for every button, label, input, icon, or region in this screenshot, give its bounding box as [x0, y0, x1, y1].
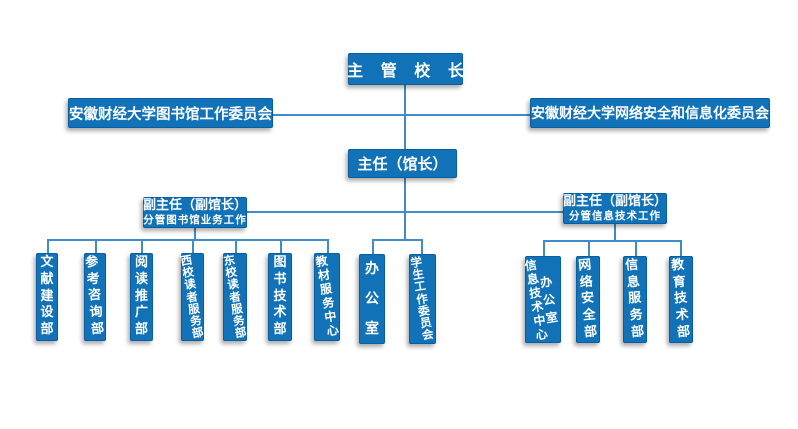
dept-label: 教材服务中心 — [314, 253, 340, 339]
dept-network-security: 网络安全部 — [576, 256, 600, 343]
connector-line — [247, 211, 563, 213]
node-supervising-president: 主 管 校 长 — [347, 53, 464, 85]
node-label: 主任（馆长） — [357, 155, 448, 173]
connector-line — [327, 239, 329, 254]
node-subtitle: 分管图书馆业务工作 — [143, 214, 247, 226]
dept-label: 图书技术部 — [273, 255, 287, 337]
node-deputy-director-library-business: 副主任（副馆长） 分管图书馆业务工作 — [143, 197, 247, 228]
dept-document-construction: 文献建设部 — [36, 253, 58, 341]
connector-line — [273, 114, 530, 116]
dept-label: 文献建设部 — [40, 255, 54, 337]
connector-line — [543, 240, 545, 257]
node-deputy-director-information-technology: 副主任（副馆长） 分管信息技术工作 — [563, 193, 667, 224]
dept-label-columns: 信息技术中心 办公室 — [524, 256, 562, 342]
node-title: 副主任（副馆长） — [563, 194, 668, 210]
dept-it-center-office: 信息技术中心 办公室 — [524, 256, 562, 343]
connector-line — [47, 239, 49, 254]
connector-line — [194, 228, 196, 240]
connector-line — [280, 239, 282, 254]
dept-education-technology: 教育技术部 — [669, 256, 693, 343]
dept-label: 东校读者服务部 — [222, 252, 248, 341]
dept-label: 西校读者服务部 — [179, 252, 205, 341]
connector-line — [404, 178, 406, 240]
node-cybersecurity-informatization-committee: 安徽财经大学网络安全和信息化委员会 — [530, 98, 770, 128]
connector-line — [235, 239, 237, 254]
connector-line — [47, 239, 329, 241]
dept-label: 信息服务部 — [624, 257, 645, 340]
dept-label: 办公室 — [365, 260, 379, 338]
connector-line — [192, 239, 194, 254]
dept-west-campus-reader-service: 西校读者服务部 — [179, 252, 205, 341]
dept-library-technology: 图书技术部 — [268, 253, 292, 341]
connector-line — [421, 239, 423, 255]
node-director-curator: 主任（馆长） — [348, 149, 457, 178]
connector-line — [141, 239, 143, 254]
dept-textbook-service-center: 教材服务中心 — [314, 253, 340, 341]
node-title: 副主任（副馆长） — [143, 198, 248, 214]
dept-student-work-committee: 学生工作委员会 — [409, 254, 436, 344]
node-label: 安徽财经大学图书馆工作委员会 — [69, 106, 272, 123]
connector-line — [404, 85, 406, 149]
connector-line — [588, 240, 590, 257]
connector-line — [372, 239, 374, 255]
dept-label: 参考咨询部 — [84, 255, 105, 338]
dept-east-campus-reader-service: 东校读者服务部 — [222, 252, 248, 341]
dept-label: 网络安全部 — [577, 257, 598, 340]
node-library-work-committee: 安徽财经大学图书馆工作委员会 — [68, 98, 273, 128]
connector-line — [635, 240, 637, 257]
dept-reference-consulting: 参考咨询部 — [84, 253, 106, 341]
connector-line — [680, 240, 682, 257]
dept-label: 教育技术部 — [670, 257, 691, 340]
node-label: 主 管 校 长 — [347, 61, 470, 80]
connector-line — [543, 240, 682, 242]
dept-information-service: 信息服务部 — [623, 256, 647, 343]
dept-office: 办公室 — [359, 254, 385, 344]
connector-line — [614, 224, 616, 241]
node-label: 安徽财经大学网络安全和信息化委员会 — [531, 106, 769, 122]
node-subtitle: 分管信息技术工作 — [569, 210, 661, 222]
dept-label: 学生工作委员会 — [409, 254, 435, 343]
connector-line — [95, 239, 97, 254]
dept-label: 阅读推广部 — [134, 255, 148, 337]
connector-line — [372, 239, 423, 241]
dept-reading-promotion: 阅读推广部 — [130, 253, 153, 341]
